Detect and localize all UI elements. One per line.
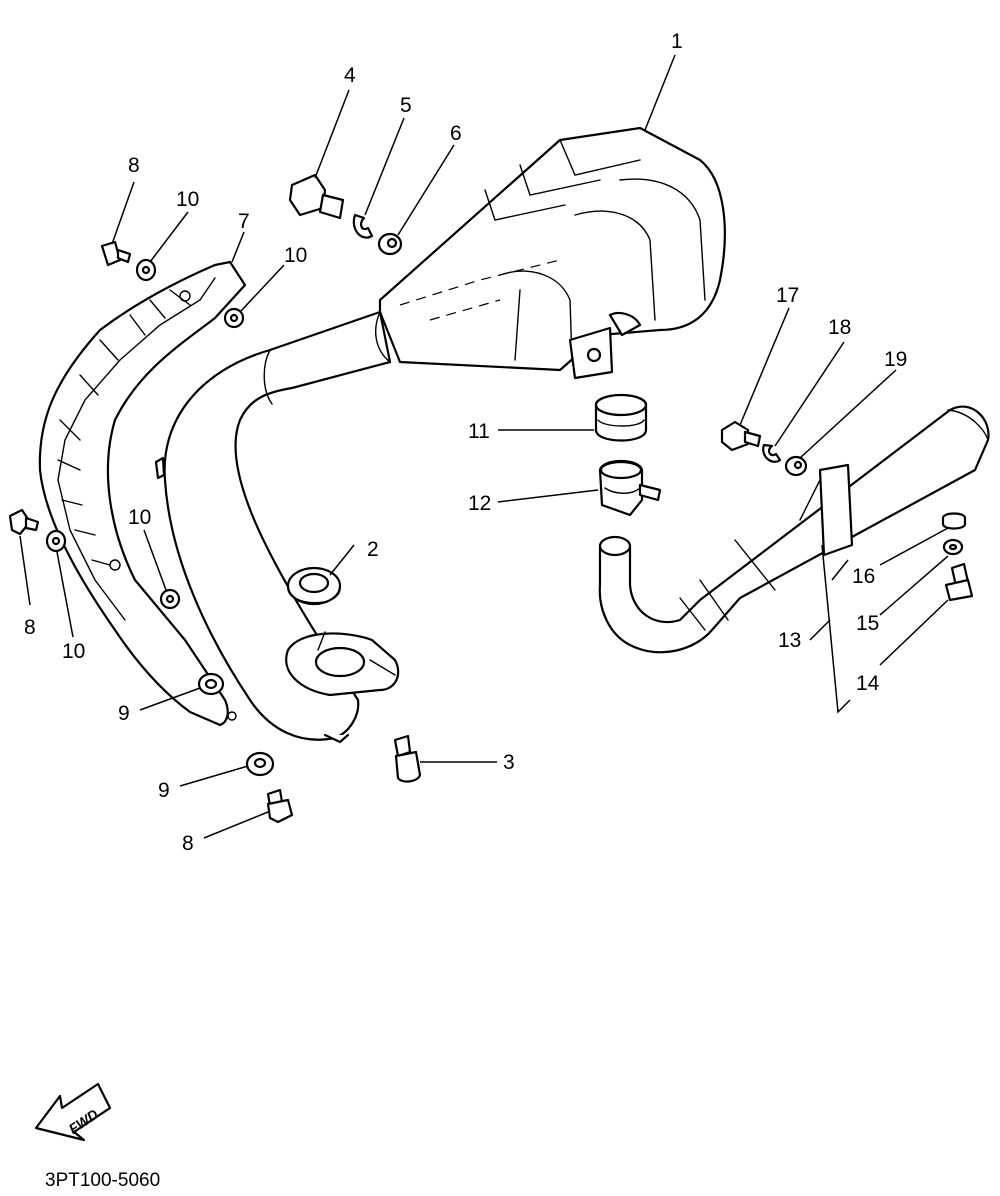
callout-labels: 1 2 3 4 5 6 7 8 10 10 10 8 10 9 9 8 11 1… xyxy=(24,30,907,855)
callout-12: 12 xyxy=(468,492,491,515)
part-3-bolt xyxy=(393,734,422,783)
part-10-washer-b xyxy=(223,307,245,329)
part-9-collar-lower xyxy=(245,751,275,777)
callout-15: 15 xyxy=(856,612,879,635)
leader-lines xyxy=(19,54,949,839)
part-15-washer xyxy=(942,538,964,556)
callout-18: 18 xyxy=(828,316,851,339)
callout-8-bottom: 8 xyxy=(182,832,194,855)
callout-4: 4 xyxy=(344,64,356,87)
callout-14: 14 xyxy=(856,672,880,695)
part-12-clamp xyxy=(598,459,662,517)
part-4-bolt xyxy=(288,173,345,220)
callout-3: 3 xyxy=(503,751,515,774)
part-19-washer xyxy=(784,455,808,477)
callout-19: 19 xyxy=(884,348,907,371)
part-6-washer xyxy=(377,232,403,256)
callout-10-top: 10 xyxy=(176,188,199,211)
diagram-code: 3PT100-5060 xyxy=(45,1170,160,1191)
callout-11: 11 xyxy=(468,420,490,443)
callout-10-left: 10 xyxy=(62,640,85,663)
part-17-bolt xyxy=(720,420,762,452)
part-10-washer-a xyxy=(135,258,157,282)
callout-13: 13 xyxy=(778,629,801,652)
callout-9-lower: 9 xyxy=(158,779,170,802)
callout-9-upper: 9 xyxy=(118,702,130,725)
part-14-bolt xyxy=(944,562,974,602)
part-7-protector xyxy=(38,260,247,727)
part-5-lock-washer xyxy=(352,213,374,239)
forward-arrow-icon: FWD xyxy=(34,1082,112,1142)
part-2-gasket xyxy=(286,566,342,606)
part-9-collar-upper xyxy=(197,672,225,696)
part-11-grommet xyxy=(594,393,648,442)
callout-8-top: 8 xyxy=(128,154,140,177)
callout-8-left: 8 xyxy=(24,616,36,639)
callout-1: 1 xyxy=(671,30,683,53)
callout-16: 16 xyxy=(852,565,875,588)
part-13-silencer xyxy=(598,405,990,654)
callout-5: 5 xyxy=(400,94,412,117)
callout-7: 7 xyxy=(238,210,250,233)
part-10-washer-c xyxy=(45,529,67,553)
callout-10-mid: 10 xyxy=(128,506,151,529)
callout-17: 17 xyxy=(776,284,799,307)
part-16-collar xyxy=(941,512,967,530)
callout-6: 6 xyxy=(450,122,462,145)
part-18-lock-washer xyxy=(762,443,782,463)
part-1-exhaust-pipe-muffler xyxy=(154,126,726,744)
callout-2: 2 xyxy=(367,538,379,561)
part-10-washer-d xyxy=(159,588,181,610)
callout-10-right: 10 xyxy=(284,244,307,267)
part-8-bolt-bottom xyxy=(266,788,294,824)
part-8-bolt-top xyxy=(100,240,132,267)
part-8-bolt-left xyxy=(8,508,40,536)
